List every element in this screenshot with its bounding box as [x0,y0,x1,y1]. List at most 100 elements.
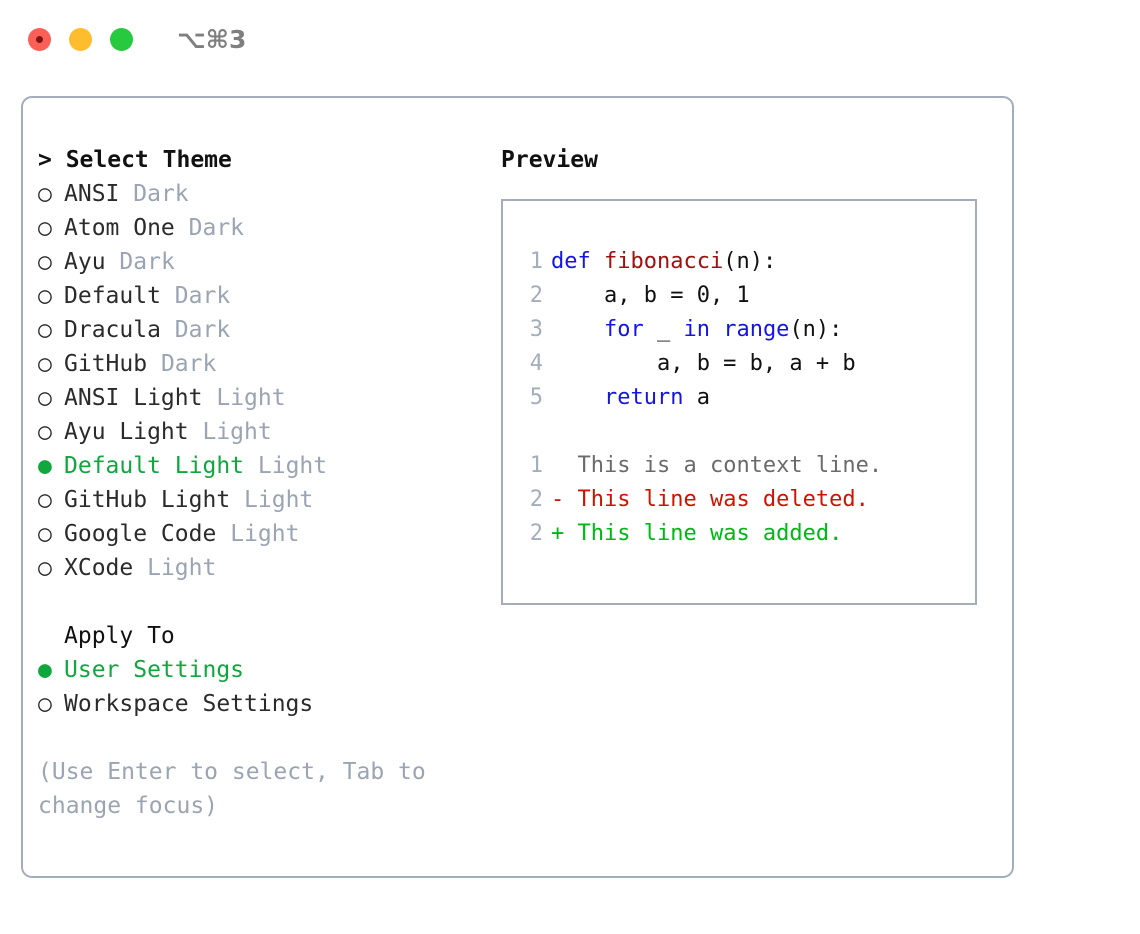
maximize-window-button[interactable] [110,27,133,51]
radio-unselected-icon[interactable]: ○ [38,555,52,581]
keyboard-hint-text: (Use Enter to select, Tab to change focu… [38,759,440,819]
code-line: 2 a, b = 0, 1 [517,279,975,313]
theme-picker-panel: > Select Theme ○ANSI Dark○Atom One Dark○… [21,96,1014,878]
theme-name-label: Dracula [64,317,161,343]
radio-selected-icon[interactable]: ● [38,453,52,479]
theme-name-label: Ayu [64,249,106,275]
radio-unselected-icon[interactable]: ○ [38,317,52,343]
theme-name-label: XCode [64,555,134,581]
code-line: 3 for _ in range(n): [517,313,975,347]
diff-text: This line was deleted. [577,487,869,512]
label-badge-spacer [230,487,244,513]
label-badge-spacer [147,351,161,377]
theme-name-label: Default Light [64,453,245,479]
theme-list-item[interactable]: ○ GitHub Dark [38,347,488,381]
radio-unselected-icon[interactable]: ○ [38,487,52,513]
apply-to-list[interactable]: ●User Settings ○ Workspace Settings [38,653,488,721]
theme-variant-badge: Light [257,453,328,479]
code-token: (n): [723,249,777,274]
theme-list-item[interactable]: ● Default Light Light [38,449,488,483]
select-theme-header: > Select Theme [38,147,232,173]
label-badge-spacer [133,555,147,581]
radio-unselected-icon[interactable]: ○ [38,351,52,377]
theme-list[interactable]: ○ANSI Dark○Atom One Dark○Ayu Dark○Defaul… [38,177,488,585]
line-number: 3 [529,317,543,342]
code-token: _ [656,317,684,342]
diff-marker: - [551,487,578,512]
close-window-button[interactable] [28,27,51,51]
code-line: 5 return a [517,381,975,415]
theme-name-label: Atom One [64,215,175,241]
apply-to-item[interactable]: ○ Workspace Settings [38,687,488,721]
code-token: (n): [789,317,843,342]
theme-variant-badge: Light [202,419,272,445]
theme-variant-badge: Light [216,385,286,411]
diff-line: 2- This line was deleted. [517,483,975,517]
code-diff-spacer [517,415,975,449]
label-badge-spacer [119,181,133,207]
radio-unselected-icon[interactable]: ○ [38,419,52,445]
code-token: a, b = b, a + b [551,351,856,376]
theme-list-item[interactable]: ○ Atom One Dark [38,211,488,245]
theme-name-label: ANSI [64,181,120,207]
theme-variant-badge: Light [244,487,314,513]
apply-to-label: Workspace Settings [64,691,314,717]
theme-list-item[interactable]: ○ ANSI Dark [38,177,488,211]
theme-list-item[interactable]: ○ GitHub Light Light [38,483,488,517]
radio-unselected-icon[interactable]: ○ [38,691,52,717]
line-number: 2 [529,521,543,546]
code-line: 4 a, b = b, a + b [517,347,975,381]
theme-list-item[interactable]: ○Dracula Dark [38,313,488,347]
radio-selected-icon[interactable]: ● [38,657,52,683]
code-token: def [551,249,604,274]
theme-list-item[interactable]: ○ Google Code Light [38,517,488,551]
line-number: 2 [529,283,543,308]
theme-list-item[interactable]: ○ ANSI Light Light [38,381,488,415]
keyboard-shortcut-label: ⌥⌘3 [177,24,247,54]
label-badge-spacer [202,385,216,411]
theme-name-label: GitHub Light [64,487,231,513]
radio-unselected-icon[interactable]: ○ [38,283,52,309]
radio-unselected-icon[interactable]: ○ [38,249,52,275]
radio-unselected-icon[interactable]: ○ [38,521,52,547]
line-number: 1 [529,453,543,478]
theme-variant-badge: Dark [133,181,189,207]
theme-list-item[interactable]: ○Ayu Light Light [38,415,488,449]
minimize-window-button[interactable] [69,27,92,51]
apply-to-header: Apply To [64,623,175,649]
code-token: fibonacci [603,249,724,274]
theme-variant-badge: Light [147,555,217,581]
theme-name-label: ANSI Light [64,385,203,411]
theme-list-item[interactable]: ○Ayu Dark [38,245,488,279]
theme-variant-badge: Light [230,521,300,547]
theme-name-label: GitHub [64,351,148,377]
radio-unselected-icon[interactable]: ○ [38,181,52,207]
radio-unselected-icon[interactable]: ○ [38,215,52,241]
line-number: 5 [529,385,543,410]
diff-line: 1 This is a context line. [517,449,975,483]
apply-to-item[interactable]: ●User Settings [38,653,488,687]
theme-variant-badge: Dark [160,351,217,377]
theme-list-item[interactable]: ○ XCode Light [38,551,488,585]
theme-name-label: Google Code [64,521,217,547]
line-number: 2 [529,487,543,512]
theme-variant-badge: Dark [174,283,231,309]
theme-list-item[interactable]: ○Default Dark [38,279,488,313]
label-badge-spacer [175,215,189,241]
line-number: 4 [529,351,543,376]
preview-header: Preview [501,147,598,173]
label-badge-spacer [244,453,258,479]
diff-text: This is a context line. [577,453,883,478]
theme-variant-badge: Dark [188,215,245,241]
section-spacer [38,585,488,619]
code-token: in range [683,317,790,342]
label-badge-spacer [216,521,230,547]
label-badge-spacer [106,249,120,275]
label-badge-spacer [161,317,175,343]
window-titlebar: ⌥⌘3 [0,0,1140,78]
radio-unselected-icon[interactable]: ○ [38,385,52,411]
diff-marker: + [551,521,578,546]
